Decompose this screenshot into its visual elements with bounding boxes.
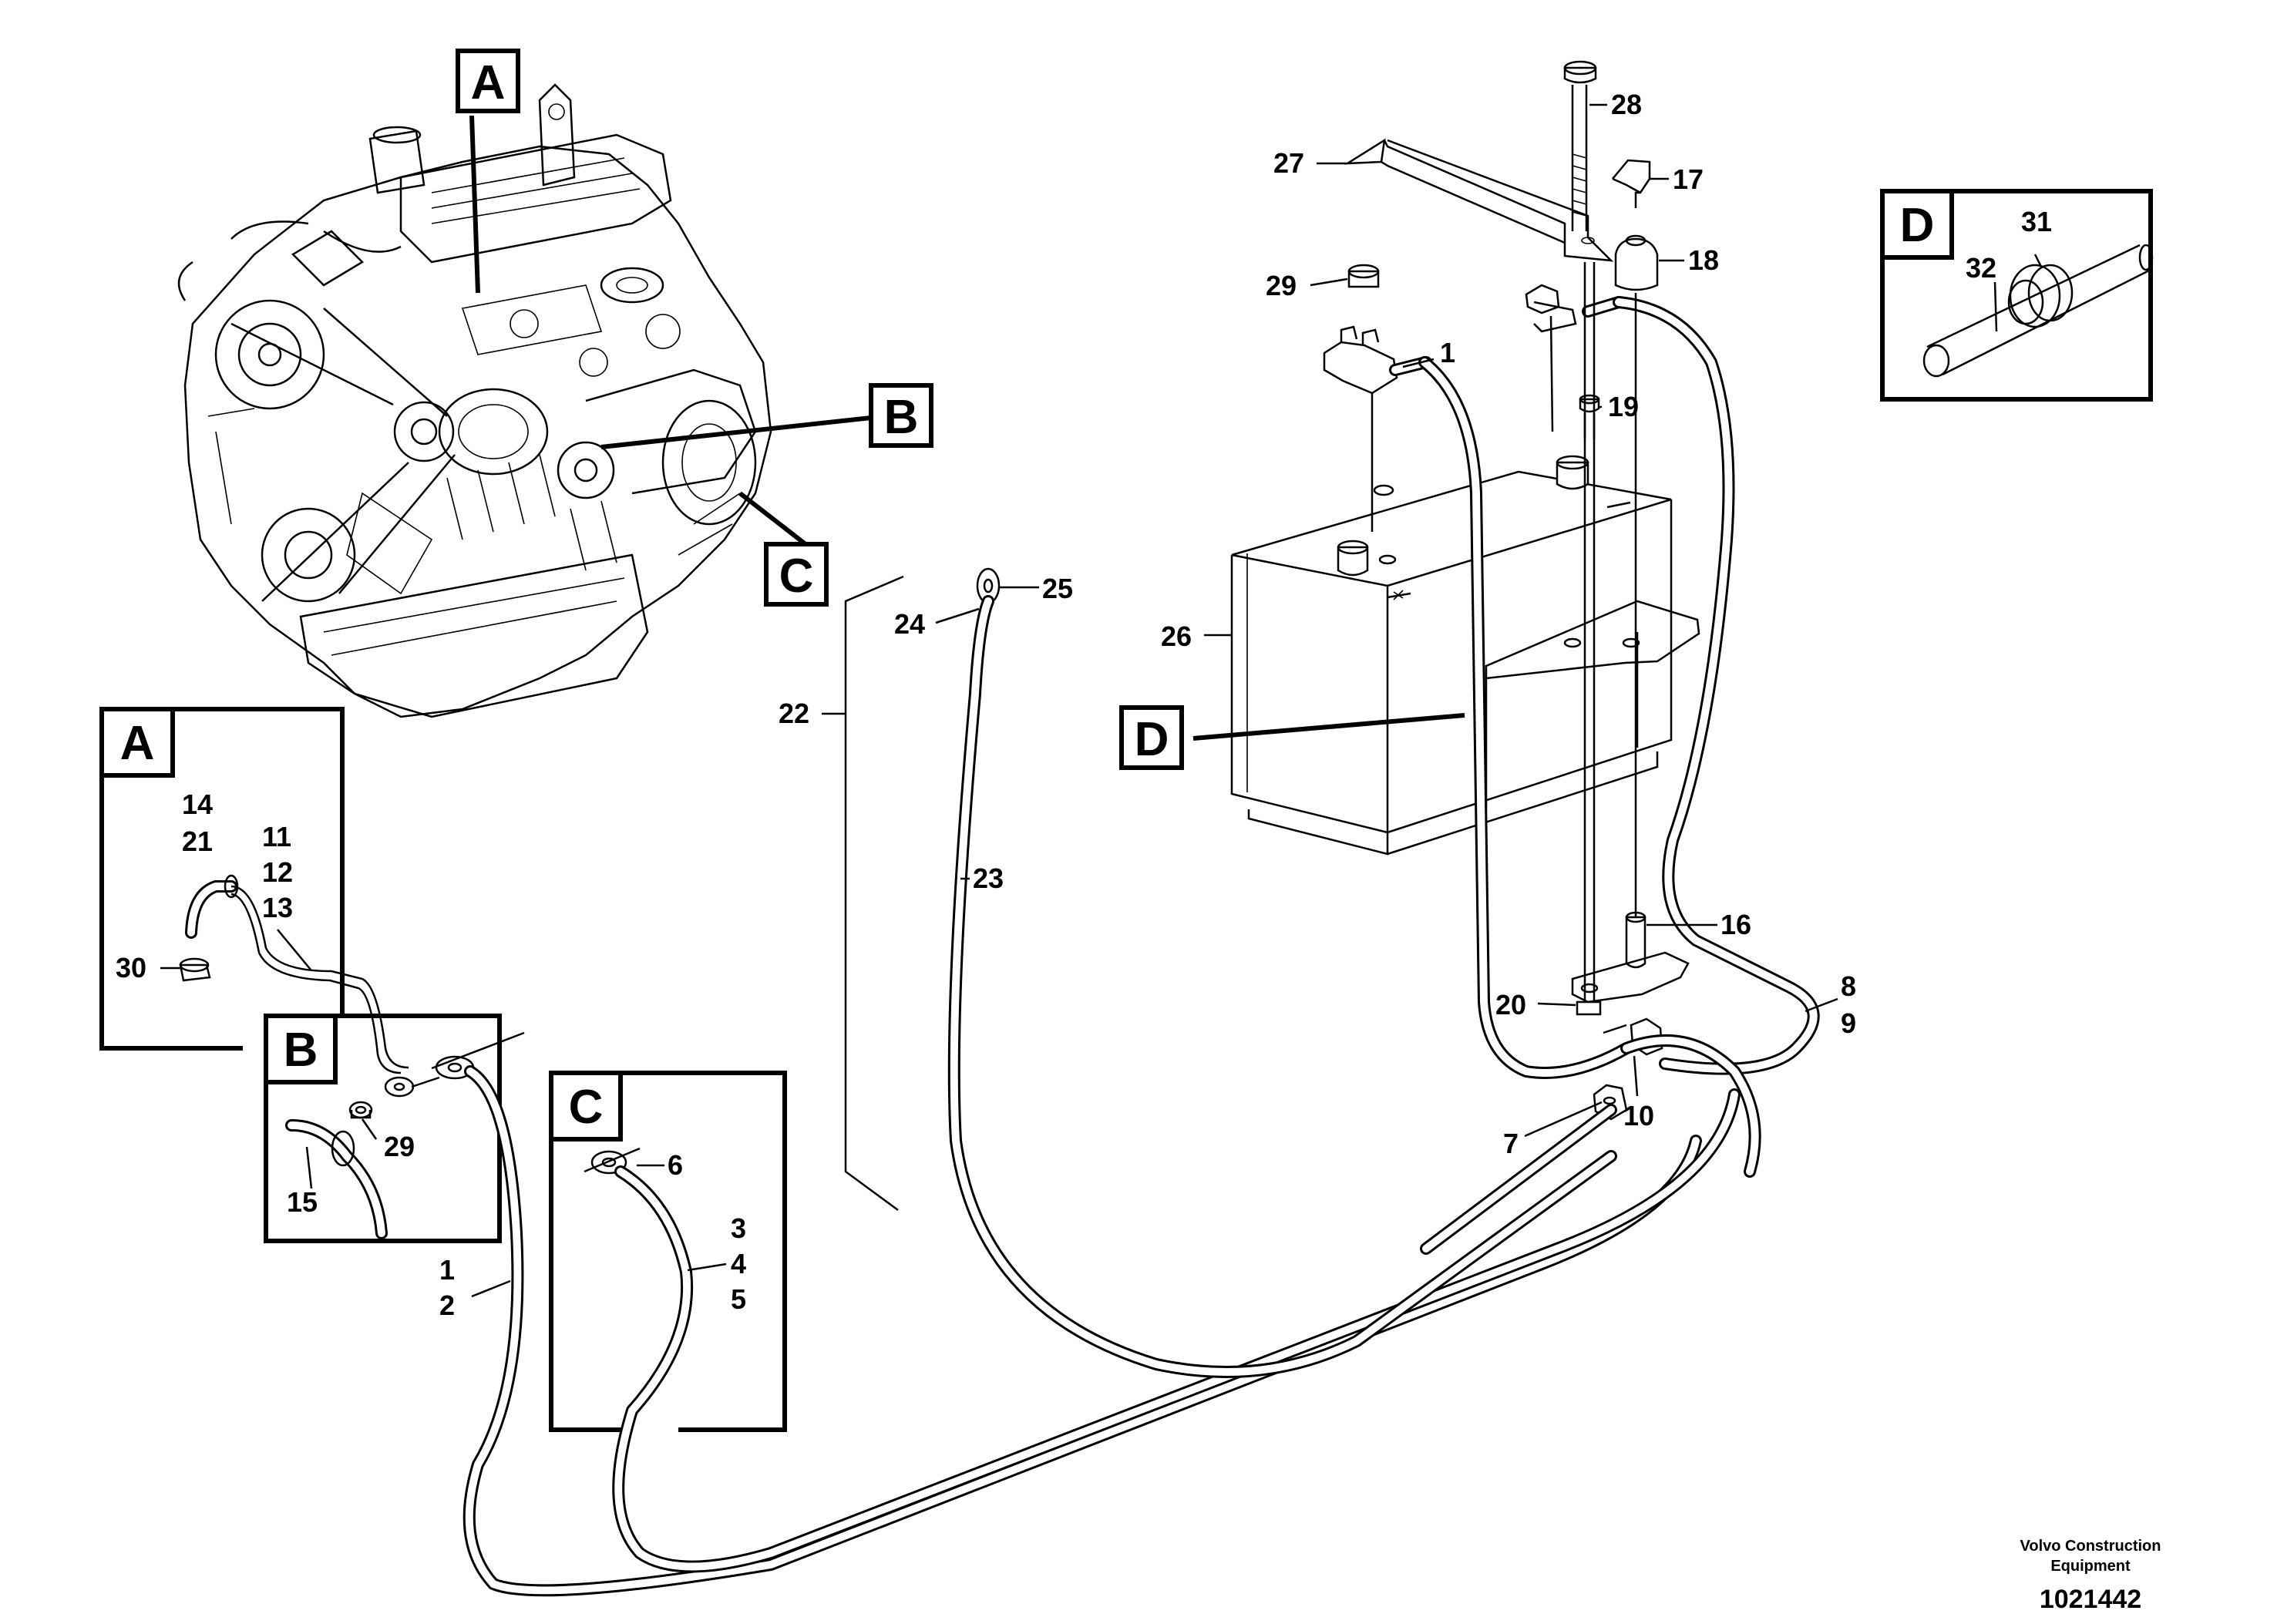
detail-box-c	[549, 1071, 787, 1432]
cable-22	[844, 575, 904, 1212]
label-12: 12	[262, 856, 293, 888]
letter-box-b-engine: B	[869, 383, 933, 448]
label-19: 19	[1608, 391, 1639, 422]
engine-illustration	[177, 83, 772, 718]
nut-20	[1576, 1000, 1602, 1016]
label-16: 16	[1720, 909, 1751, 940]
leader-lines	[160, 103, 2043, 1298]
battery	[1230, 455, 1673, 856]
letter-c-engine: C	[779, 550, 814, 603]
label-32: 32	[1966, 252, 1996, 284]
label-29-battery: 29	[1266, 270, 1297, 301]
label-20: 20	[1495, 989, 1526, 1020]
label-24: 24	[894, 608, 925, 640]
letter-a-detail: A	[120, 717, 155, 770]
label-14: 14	[182, 788, 213, 820]
cable-23	[947, 567, 1617, 1378]
label-11: 11	[262, 821, 291, 852]
credit-line-2: Equipment	[2050, 1558, 2131, 1575]
label-13: 13	[262, 892, 293, 923]
leader-b	[600, 415, 872, 449]
label-9: 9	[1841, 1007, 1856, 1039]
label-26: 26	[1161, 620, 1192, 652]
letter-b-detail: B	[284, 1024, 318, 1077]
letter-box-a-engine: A	[456, 49, 520, 113]
letter-c-detail: C	[569, 1081, 604, 1134]
terminal-1	[1323, 325, 1633, 1079]
cap-18	[1614, 234, 1659, 291]
label-8: 8	[1841, 970, 1856, 1002]
label-31: 31	[2021, 206, 2052, 237]
label-30: 30	[116, 952, 146, 983]
letter-box-d-battery: D	[1119, 705, 1184, 770]
label-1-lower: 1	[439, 1254, 455, 1286]
label-21: 21	[182, 825, 213, 857]
letter-a-engine: A	[471, 56, 506, 109]
letter-d-detail: D	[1900, 199, 1935, 252]
leader-a	[469, 115, 480, 294]
cable-1-2	[462, 1065, 1702, 1597]
bolt-28	[1563, 60, 1597, 231]
detail-box-d-right	[1880, 189, 2154, 402]
bolt-19	[1579, 394, 1600, 439]
label-3: 3	[731, 1212, 746, 1244]
rod-left	[1583, 262, 1596, 1010]
letter-box-c-engine: C	[764, 542, 829, 607]
bracket-27	[1344, 138, 1614, 262]
document-number: 1021442	[2040, 1585, 2141, 1614]
letter-b-engine: B	[884, 391, 919, 444]
label-29-detail-b: 29	[384, 1131, 415, 1162]
label-15: 15	[287, 1186, 318, 1218]
terminal-right	[1525, 284, 1820, 1075]
part-number-labels: 28 27 17 18 29 1 19 25 24 26 22 23 16 20…	[116, 89, 2052, 1321]
terminal-7	[1593, 1084, 1628, 1121]
credit-line-1: Volvo Construction	[2020, 1538, 2161, 1555]
detail-box-a	[99, 707, 409, 1074]
label-27: 27	[1273, 147, 1304, 179]
nut-29	[1347, 264, 1380, 288]
clip-17	[1612, 159, 1651, 208]
label-17: 17	[1673, 163, 1704, 195]
label-18: 18	[1688, 244, 1719, 276]
leader-c	[738, 491, 807, 546]
cable-3-4-5	[612, 1088, 1741, 1573]
label-4: 4	[731, 1248, 746, 1279]
label-22: 22	[779, 698, 809, 729]
label-6: 6	[668, 1149, 683, 1181]
label-23: 23	[973, 862, 1004, 894]
label-1-battery: 1	[1440, 337, 1455, 368]
mount-16	[1571, 911, 1690, 1004]
label-2: 2	[439, 1289, 455, 1321]
label-28: 28	[1611, 89, 1642, 120]
detail-box-b	[264, 1014, 525, 1243]
letter-d-battery: D	[1135, 713, 1169, 766]
bracket-plate-d	[1485, 600, 1700, 809]
leader-d	[1192, 713, 1465, 741]
label-25: 25	[1042, 573, 1073, 604]
label-5: 5	[731, 1283, 746, 1315]
label-10: 10	[1623, 1100, 1654, 1131]
label-7: 7	[1503, 1128, 1519, 1159]
